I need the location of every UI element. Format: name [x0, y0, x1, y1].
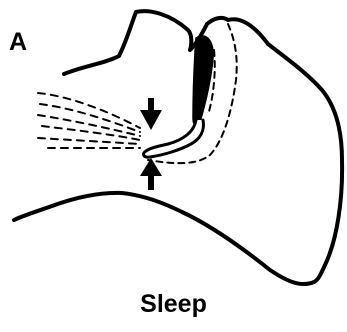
airflow-lines: [38, 93, 140, 148]
arrow-down-icon: [140, 98, 162, 130]
airflow-line: [38, 138, 140, 144]
airflow-line: [42, 126, 140, 140]
arrow-up-icon: [140, 158, 162, 190]
soft-palate: [193, 36, 213, 125]
airflow-line: [38, 93, 140, 128]
panel-label: A: [9, 30, 27, 55]
figure-caption: Sleep: [0, 292, 347, 317]
airflow-line: [38, 115, 140, 136]
